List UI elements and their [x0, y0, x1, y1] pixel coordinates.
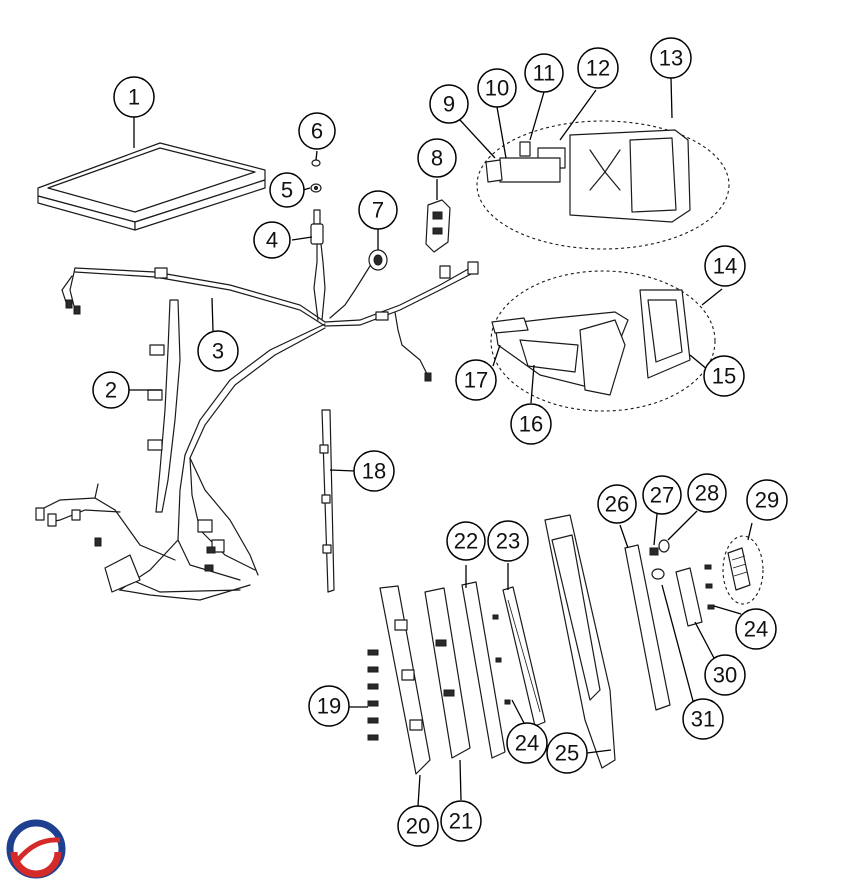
callout-12: 12 — [577, 47, 619, 89]
svg-text:30: 30 — [713, 663, 737, 688]
part-13-dispenser-housing-group — [476, 120, 730, 250]
callout-29: 29 — [746, 479, 788, 521]
svg-text:24: 24 — [515, 731, 539, 756]
callout-17: 17 — [455, 359, 497, 401]
callout-23: 23 — [487, 520, 529, 562]
svg-text:15: 15 — [712, 364, 736, 389]
part-25-fascia — [544, 514, 616, 769]
callout-leaders — [129, 77, 753, 807]
part-2-bracket — [147, 299, 181, 513]
callout-9: 9 — [429, 84, 469, 124]
svg-text:2: 2 — [105, 378, 117, 403]
svg-text:18: 18 — [362, 459, 386, 484]
svg-text:8: 8 — [431, 146, 443, 171]
callout-6: 6 — [298, 112, 336, 150]
callout-19: 19 — [308, 685, 350, 727]
part-22-panel-board — [461, 581, 506, 759]
svg-text:27: 27 — [650, 483, 674, 508]
svg-text:21: 21 — [449, 809, 473, 834]
callout-5: 5 — [269, 172, 305, 208]
svg-text:6: 6 — [311, 119, 323, 144]
svg-text:28: 28 — [695, 481, 719, 506]
callout-11: 11 — [524, 53, 564, 93]
part-23-membrane-strip — [502, 586, 546, 727]
svg-text:1: 1 — [128, 85, 140, 110]
callout-8: 8 — [417, 138, 457, 178]
svg-text:13: 13 — [659, 46, 683, 71]
callout-25: 25 — [546, 732, 588, 774]
part-27-button — [649, 547, 659, 556]
part-21-pcb — [424, 587, 471, 759]
svg-text:31: 31 — [691, 707, 715, 732]
callout-28: 28 — [687, 473, 727, 513]
part-8-connector — [425, 199, 451, 253]
callout-30: 30 — [704, 654, 746, 696]
part-19-screws — [367, 649, 379, 741]
callout-24-lower: 24 — [506, 722, 548, 764]
svg-text:5: 5 — [281, 178, 293, 203]
part-31-bezel — [651, 568, 665, 580]
svg-text:24: 24 — [744, 617, 768, 642]
callout-18: 18 — [353, 450, 395, 492]
callout-7: 7 — [358, 190, 398, 230]
callout-10: 10 — [477, 68, 517, 108]
part-3-wire-harness — [35, 261, 479, 601]
callout-27: 27 — [642, 475, 682, 515]
part-24-screws — [492, 564, 715, 705]
callout-14: 14 — [704, 245, 746, 287]
svg-text:20: 20 — [406, 814, 430, 839]
callout-31: 31 — [682, 698, 724, 740]
callout-3: 3 — [197, 330, 239, 372]
part-28-cap — [658, 539, 670, 553]
part-4-sensor — [310, 209, 326, 321]
part-29-knob — [722, 535, 764, 605]
svg-text:4: 4 — [266, 228, 278, 253]
callout-15: 15 — [703, 355, 745, 397]
svg-text:17: 17 — [464, 368, 488, 393]
part-16-drawer-group — [490, 270, 716, 412]
svg-text:26: 26 — [605, 492, 629, 517]
svg-text:11: 11 — [533, 61, 556, 86]
svg-text:12: 12 — [586, 56, 610, 81]
svg-text:3: 3 — [212, 339, 224, 364]
part-1-top-cover — [37, 142, 266, 231]
part-20-board-frame — [379, 585, 431, 775]
part-14-drawer-panel — [639, 289, 691, 379]
svg-text:25: 25 — [555, 741, 579, 766]
part-26-display-plate — [624, 544, 671, 711]
part-30-handle — [675, 567, 703, 627]
part-6-washer — [311, 159, 321, 167]
svg-text:19: 19 — [317, 694, 341, 719]
svg-text:10: 10 — [485, 76, 509, 101]
svg-text:22: 22 — [454, 529, 478, 554]
callout-22: 22 — [446, 521, 486, 561]
part-18-rail — [319, 409, 335, 593]
svg-text:7: 7 — [372, 198, 384, 223]
callout-1: 1 — [113, 76, 155, 118]
callout-4: 4 — [253, 221, 291, 259]
brand-logo — [6, 819, 66, 879]
callout-2: 2 — [92, 371, 130, 409]
callout-20: 20 — [397, 805, 439, 847]
svg-text:14: 14 — [713, 254, 737, 279]
svg-text:16: 16 — [519, 412, 543, 437]
part-5-ring — [310, 183, 322, 193]
callout-13: 13 — [650, 37, 692, 79]
callout-21: 21 — [440, 800, 482, 842]
callout-16: 16 — [510, 403, 552, 445]
svg-text:9: 9 — [443, 92, 455, 117]
callout-24-right: 24 — [735, 608, 777, 650]
callout-26: 26 — [597, 484, 637, 524]
part-7-pressure-switch — [329, 249, 388, 319]
svg-text:29: 29 — [755, 488, 779, 513]
svg-text:23: 23 — [496, 529, 520, 554]
